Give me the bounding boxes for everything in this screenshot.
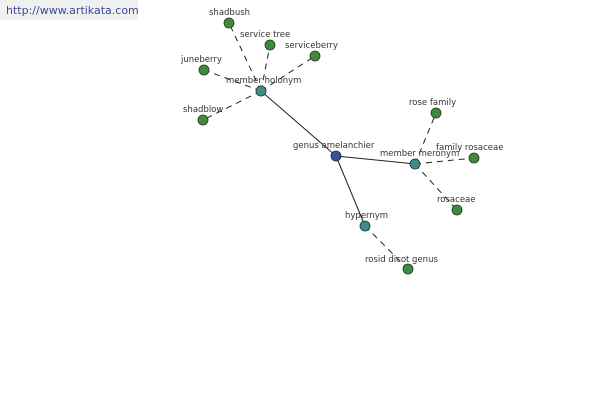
label-rosid-dicot-genus[interactable]: rosid dicot genus <box>365 255 438 265</box>
label-rosaceae[interactable]: rosaceae <box>437 195 476 205</box>
node-shadbush[interactable] <box>223 17 235 29</box>
node-family-rosaceae[interactable] <box>468 152 480 164</box>
url-banner: http://www.artikata.com <box>0 0 139 20</box>
node-juneberry[interactable] <box>198 64 210 76</box>
label-hypernym[interactable]: hypernym <box>345 211 388 221</box>
url-text[interactable]: http://www.artikata.com <box>6 4 139 17</box>
edge-meronym <box>335 155 416 165</box>
node-genus[interactable] <box>330 150 342 162</box>
node-rosaceae[interactable] <box>451 204 463 216</box>
label-rose-family[interactable]: rose family <box>409 98 456 108</box>
label-meronym[interactable]: member meronym <box>380 149 459 159</box>
edges-layer <box>202 22 475 270</box>
node-rosid-dicot-genus[interactable] <box>402 263 414 275</box>
label-shadblow[interactable]: shadblow <box>183 105 223 115</box>
labels-layer: genus amelanchier member holonym member me… <box>180 8 503 265</box>
label-genus[interactable]: genus amelanchier <box>293 141 375 151</box>
edge-holonym <box>260 90 337 157</box>
nodes-layer <box>197 17 480 275</box>
node-serviceberry[interactable] <box>309 50 321 62</box>
node-hypernym[interactable] <box>359 220 371 232</box>
node-rose-family[interactable] <box>430 107 442 119</box>
edge-rose-family <box>414 112 437 165</box>
edge-service-tree <box>260 44 271 92</box>
label-holonym[interactable]: member holonym <box>226 76 301 86</box>
label-service-tree[interactable]: service tree <box>240 30 290 40</box>
node-meronym[interactable] <box>409 158 421 170</box>
node-shadblow[interactable] <box>197 114 209 126</box>
label-family-rosaceae[interactable]: family rosaceae <box>436 143 503 153</box>
edge-shadbush <box>228 22 262 92</box>
label-shadbush[interactable]: shadbush <box>209 8 250 18</box>
label-serviceberry[interactable]: serviceberry <box>285 41 338 51</box>
label-juneberry[interactable]: juneberry <box>180 55 222 65</box>
node-holonym[interactable] <box>255 85 267 97</box>
edge-family-rosaceae <box>414 157 475 165</box>
node-service-tree[interactable] <box>264 39 276 51</box>
edge-hypernym <box>335 155 366 227</box>
